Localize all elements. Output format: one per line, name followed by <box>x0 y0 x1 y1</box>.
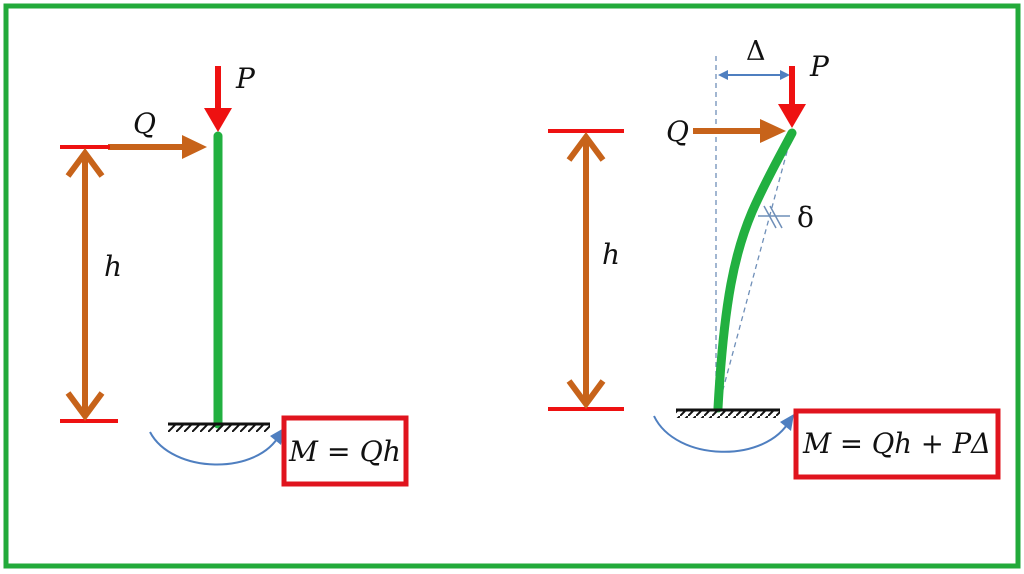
right-ground-hatch <box>676 411 780 418</box>
left-h-label: h <box>104 250 122 283</box>
left-height-arrow <box>65 147 105 422</box>
left-moment-arc <box>149 431 281 466</box>
left-p-arrow <box>204 66 232 132</box>
right-drift-arrow <box>718 70 790 80</box>
right-delta-marker <box>758 205 790 229</box>
right-diagram: δ Δ P Q h <box>548 36 1001 480</box>
right-column <box>713 128 797 413</box>
right-h-label: h <box>602 238 620 271</box>
right-formula-box <box>793 408 1001 480</box>
outer-frame <box>3 3 1021 569</box>
right-p-arrow <box>778 66 806 128</box>
right-q-arrow <box>693 119 786 143</box>
left-diagram: P Q h M = Qh <box>60 62 409 487</box>
left-moment-arrowhead <box>270 428 284 445</box>
right-moment-arc <box>653 415 791 453</box>
left-ground-hatch <box>168 425 270 432</box>
right-formula: M = Qh + PΔ <box>802 427 991 460</box>
left-q-label: Q <box>133 107 156 140</box>
left-q-arrow <box>108 135 207 159</box>
left-formula-box <box>281 415 409 487</box>
left-formula: M = Qh <box>288 435 401 468</box>
right-q-label: Q <box>666 115 689 148</box>
right-moment-arrowhead <box>780 414 794 431</box>
left-p-label: P <box>235 62 256 95</box>
right-drift-label: Δ <box>746 36 766 67</box>
right-p-label: P <box>809 50 830 83</box>
right-height-arrow <box>566 131 606 410</box>
right-chord-line <box>717 132 793 409</box>
right-curvature-label: δ <box>797 201 814 234</box>
